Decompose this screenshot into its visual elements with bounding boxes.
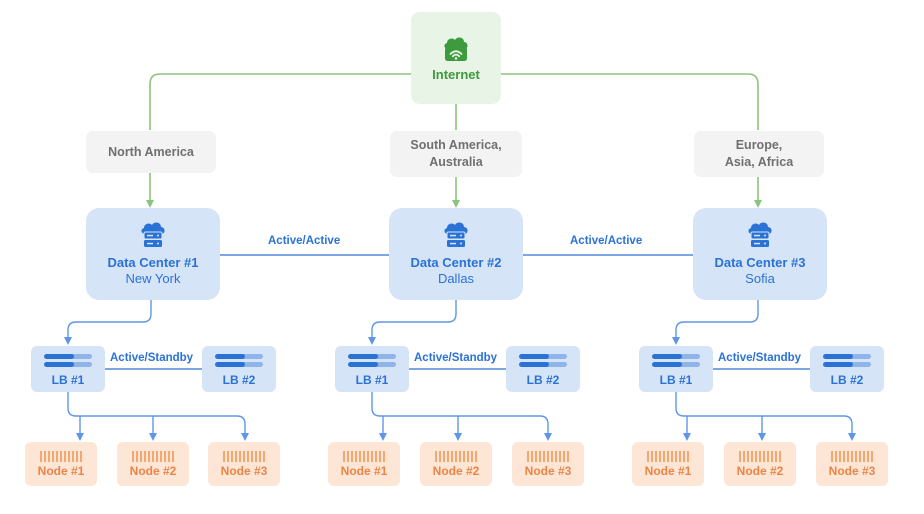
dc3-node-3: Node #3	[816, 442, 888, 486]
region-south-america-australia: South America, Australia	[390, 131, 522, 177]
load-balancer-label: LB #2	[830, 373, 864, 387]
dc1-load-balancer-1: LB #1	[31, 346, 105, 392]
cloud-server-icon	[748, 222, 772, 247]
dc1-load-balancer-2: LB #2	[202, 346, 276, 392]
load-balancer-label: LB #1	[659, 373, 693, 387]
data-center-3: Data Center #3 Sofia	[693, 208, 827, 300]
cloud-server-icon	[141, 222, 165, 247]
load-balancer-icon	[652, 351, 700, 370]
load-balancer-icon	[823, 351, 871, 370]
node-label: Node #2	[129, 463, 177, 478]
cloud-wifi-icon	[444, 37, 468, 61]
load-balancer-icon	[348, 351, 396, 370]
data-center-city: New York	[125, 271, 181, 286]
dc1-to-lb1-line	[64, 300, 152, 345]
region-label: Europe, Asia, Africa	[724, 138, 794, 169]
internet-links	[146, 73, 762, 208]
dc2-load-balancer-1: LB #1	[335, 346, 409, 392]
dc3-lb-link-label: Active/Standby	[716, 352, 804, 364]
dc2-dc3-link-label: Active/Active	[568, 235, 645, 247]
data-center-city: Sofia	[745, 271, 775, 286]
dc1-lb-link-label: Active/Standby	[108, 352, 196, 364]
node-label: Node #1	[37, 463, 85, 478]
internet-node: Internet	[411, 12, 501, 104]
load-balancer-label: LB #2	[526, 373, 560, 387]
node-label: Node #3	[220, 463, 268, 478]
load-balancer-icon	[44, 351, 92, 370]
internet-label: Internet	[432, 66, 480, 82]
data-center-title: Data Center #2	[410, 255, 502, 270]
server-rack-icon	[527, 450, 569, 462]
dc2-to-lb1-line	[368, 300, 457, 345]
load-balancer-label: LB #2	[222, 373, 256, 387]
dc2-node-3: Node #3	[512, 442, 584, 486]
load-balancer-label: LB #1	[355, 373, 389, 387]
dc3-to-lb1-line	[672, 300, 759, 345]
server-rack-icon	[435, 450, 477, 462]
dc2-node-1: Node #1	[328, 442, 400, 486]
data-center-1: Data Center #1 New York	[86, 208, 220, 300]
node-label: Node #2	[432, 463, 480, 478]
node-label: Node #3	[828, 463, 876, 478]
dc3-lb1-to-nodes-line	[675, 392, 856, 441]
node-label: Node #2	[736, 463, 784, 478]
load-balancer-label: LB #1	[51, 373, 85, 387]
dc3-node-2: Node #2	[724, 442, 796, 486]
dc1-node-1: Node #1	[25, 442, 97, 486]
dc2-lb1-to-nodes-line	[371, 392, 552, 441]
region-label: North America	[108, 144, 194, 159]
load-balancer-icon	[519, 351, 567, 370]
node-label: Node #3	[524, 463, 572, 478]
server-rack-icon	[343, 450, 385, 462]
dc3-load-balancer-2: LB #2	[810, 346, 884, 392]
server-rack-icon	[40, 450, 82, 462]
server-rack-icon	[132, 450, 174, 462]
dc2-load-balancer-2: LB #2	[506, 346, 580, 392]
dc2-node-2: Node #2	[420, 442, 492, 486]
data-center-2: Data Center #2 Dallas	[389, 208, 523, 300]
server-rack-icon	[647, 450, 689, 462]
region-label: South America, Australia	[410, 138, 502, 169]
dc2-lb-link-label: Active/Standby	[412, 352, 500, 364]
dc3-node-1: Node #1	[632, 442, 704, 486]
region-europe-asia-africa: Europe, Asia, Africa	[694, 131, 824, 177]
server-rack-icon	[739, 450, 781, 462]
cloud-server-icon	[444, 222, 468, 247]
dc1-node-3: Node #3	[208, 442, 280, 486]
dc1-dc2-link-label: Active/Active	[266, 235, 343, 247]
node-label: Node #1	[644, 463, 692, 478]
data-center-title: Data Center #1	[107, 255, 199, 270]
dc1-node-2: Node #2	[117, 442, 189, 486]
server-rack-icon	[223, 450, 265, 462]
internet-to-europe-line	[501, 73, 759, 130]
dc3-load-balancer-1: LB #1	[639, 346, 713, 392]
data-center-title: Data Center #3	[714, 255, 806, 270]
server-rack-icon	[831, 450, 873, 462]
region-north-america: North America	[86, 131, 216, 173]
data-center-city: Dallas	[437, 271, 475, 286]
load-balancer-icon	[215, 351, 263, 370]
dc-lb-node-links	[64, 300, 856, 441]
node-label: Node #1	[340, 463, 388, 478]
internet-to-north-america-line	[149, 73, 411, 130]
dc1-lb1-to-nodes-line	[67, 392, 249, 441]
